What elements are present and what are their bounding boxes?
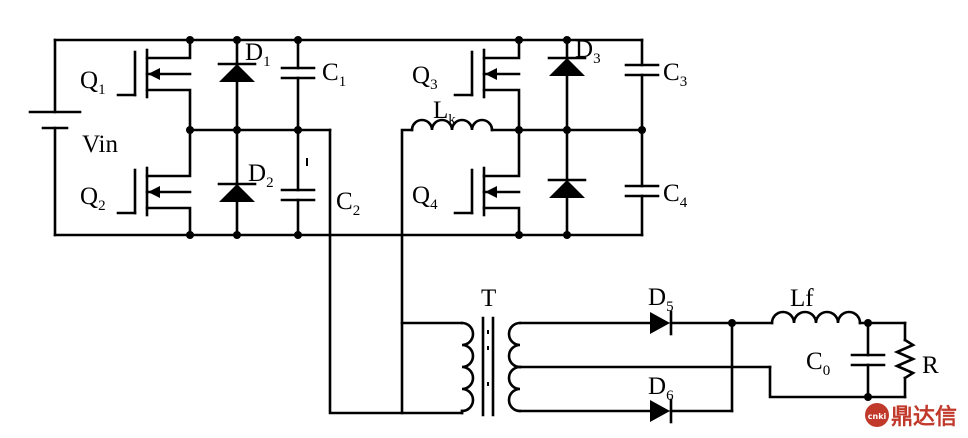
left-mid-node	[188, 128, 464, 415]
label-d2: D2	[248, 160, 274, 191]
capacitor-c1	[280, 38, 316, 132]
label-d1: D1	[245, 39, 271, 70]
output-return	[768, 365, 907, 399]
capacitor-c3	[624, 38, 660, 132]
watermark-logo-icon	[865, 403, 889, 427]
label-c3: C3	[663, 59, 687, 90]
label-d6: D6	[648, 373, 674, 404]
label-d5: D5	[648, 284, 674, 315]
mosfet-q4	[453, 128, 521, 237]
inductor-lk	[410, 118, 494, 132]
inductor-lf	[770, 310, 907, 325]
label-q3: Q3	[412, 62, 438, 93]
label-c0: C0	[806, 348, 830, 379]
label-lk: Lk	[433, 97, 456, 128]
diode-d1	[217, 38, 257, 132]
diode-d2	[217, 128, 257, 237]
label-t: T	[481, 285, 496, 312]
right-mid-node	[400, 128, 644, 415]
capacitor-c2	[280, 128, 316, 237]
mosfet-q2	[116, 128, 192, 237]
junction-dots	[186, 36, 872, 401]
watermark-text: 鼎达信	[891, 404, 957, 430]
label-q1: Q1	[80, 67, 106, 98]
transformer-t	[400, 316, 772, 417]
mosfet-q3	[453, 38, 521, 132]
capacitor-c0	[850, 321, 886, 399]
label-q2: Q2	[80, 183, 106, 214]
diode-d6	[650, 321, 734, 424]
capacitor-c4	[624, 128, 660, 237]
label-q4: Q4	[412, 182, 438, 213]
label-vin: Vin	[82, 131, 118, 158]
label-c1: C1	[322, 59, 346, 90]
label-c2: C2	[336, 188, 360, 219]
label-c4: C4	[663, 180, 688, 211]
battery-vin	[28, 110, 82, 130]
resistor-r	[893, 321, 917, 399]
diode-d4	[547, 128, 587, 237]
label-r: R	[922, 352, 939, 379]
watermark-logo-text: cnki	[868, 412, 887, 421]
diode-d5	[650, 310, 774, 336]
input-rails	[53, 38, 644, 237]
label-lf: Lf	[790, 285, 814, 312]
mosfet-q1	[116, 38, 192, 132]
label-d3: D3	[575, 36, 601, 67]
watermark: cnki 鼎达信	[865, 403, 957, 430]
